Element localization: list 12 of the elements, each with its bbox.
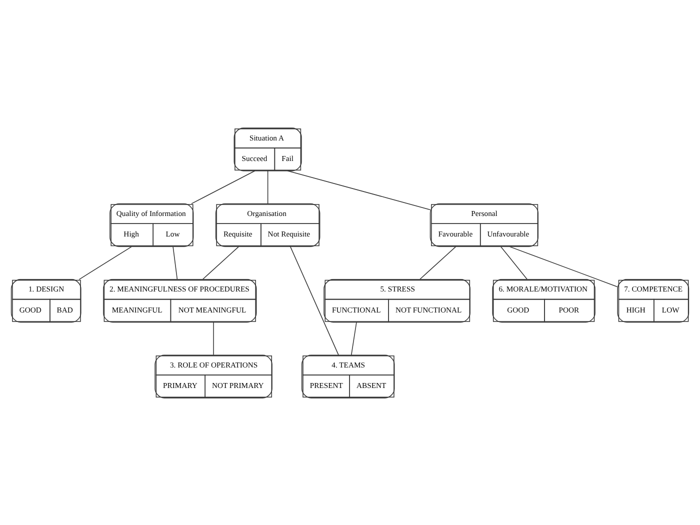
connector [202,246,240,280]
connector [350,321,357,355]
connector [213,321,214,355]
connector [267,170,268,204]
connector [420,246,456,280]
connector [172,246,178,280]
connector [287,170,431,210]
connector [191,170,256,204]
connector [500,246,528,280]
connector [78,246,132,280]
connector [290,244,339,355]
connector [509,246,618,287]
